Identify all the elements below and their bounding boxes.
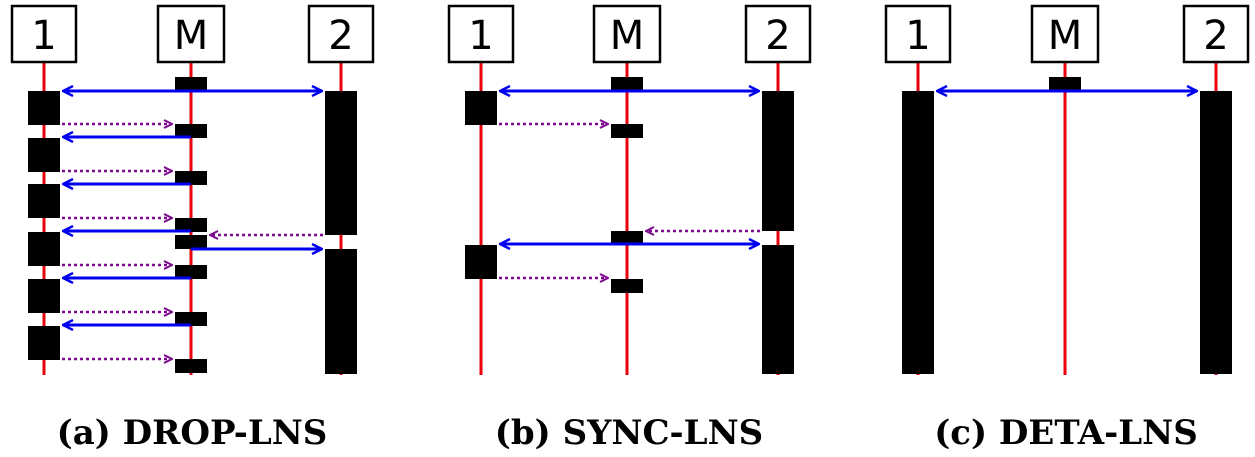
node-label-2: 2 — [1203, 13, 1228, 59]
panel-deta-lns: 1 M 2 (c) DETA-LNS — [884, 4, 1250, 453]
node-label-m: M — [610, 13, 645, 59]
compute-block — [28, 232, 60, 266]
node-label-2: 2 — [328, 13, 353, 59]
master-block — [611, 279, 643, 293]
panel-drop-lns: 1 M 2 — [10, 4, 375, 453]
panel-caption: (a) DROP-LNS — [57, 413, 328, 453]
compute-block — [28, 138, 60, 172]
node-label-1: 1 — [31, 13, 56, 59]
master-block — [175, 124, 207, 138]
master-block — [611, 231, 643, 245]
node-box-m: M — [1030, 4, 1100, 64]
node-box-1: 1 — [10, 4, 78, 64]
compute-block-long — [902, 91, 934, 374]
compute-block — [28, 184, 60, 218]
node-box-m: M — [592, 4, 662, 64]
master-block — [175, 312, 207, 326]
compute-block-long — [325, 249, 357, 374]
master-block — [611, 77, 643, 91]
master-block — [175, 171, 207, 185]
compute-block — [28, 91, 60, 125]
node-label-m: M — [174, 13, 209, 59]
master-block — [175, 218, 207, 232]
panel-sync-lns: 1 M 2 (b) SYNC-LNS — [447, 4, 812, 453]
master-block — [175, 265, 207, 279]
node-box-2: 2 — [307, 4, 375, 64]
compute-block-long — [325, 91, 357, 235]
node-label-m: M — [1048, 13, 1083, 59]
node-box-m: M — [156, 4, 226, 64]
node-box-2: 2 — [744, 4, 812, 64]
panel-caption: (b) SYNC-LNS — [495, 413, 763, 453]
compute-block-long — [762, 91, 794, 231]
compute-block — [28, 279, 60, 313]
compute-block-long — [762, 245, 794, 374]
node-label-2: 2 — [765, 13, 790, 59]
node-box-1: 1 — [447, 4, 515, 64]
master-block — [1049, 77, 1081, 91]
node-label-1: 1 — [905, 13, 930, 59]
panel-caption: (c) DETA-LNS — [934, 413, 1198, 453]
compute-block-long — [1200, 91, 1232, 374]
master-block — [175, 77, 207, 91]
compute-block — [465, 91, 497, 125]
master-block — [175, 359, 207, 373]
node-box-2: 2 — [1182, 4, 1250, 64]
master-block — [611, 124, 643, 138]
master-block — [175, 235, 207, 249]
compute-block — [465, 245, 497, 279]
compute-block — [28, 326, 60, 360]
node-box-1: 1 — [884, 4, 952, 64]
node-label-1: 1 — [468, 13, 493, 59]
